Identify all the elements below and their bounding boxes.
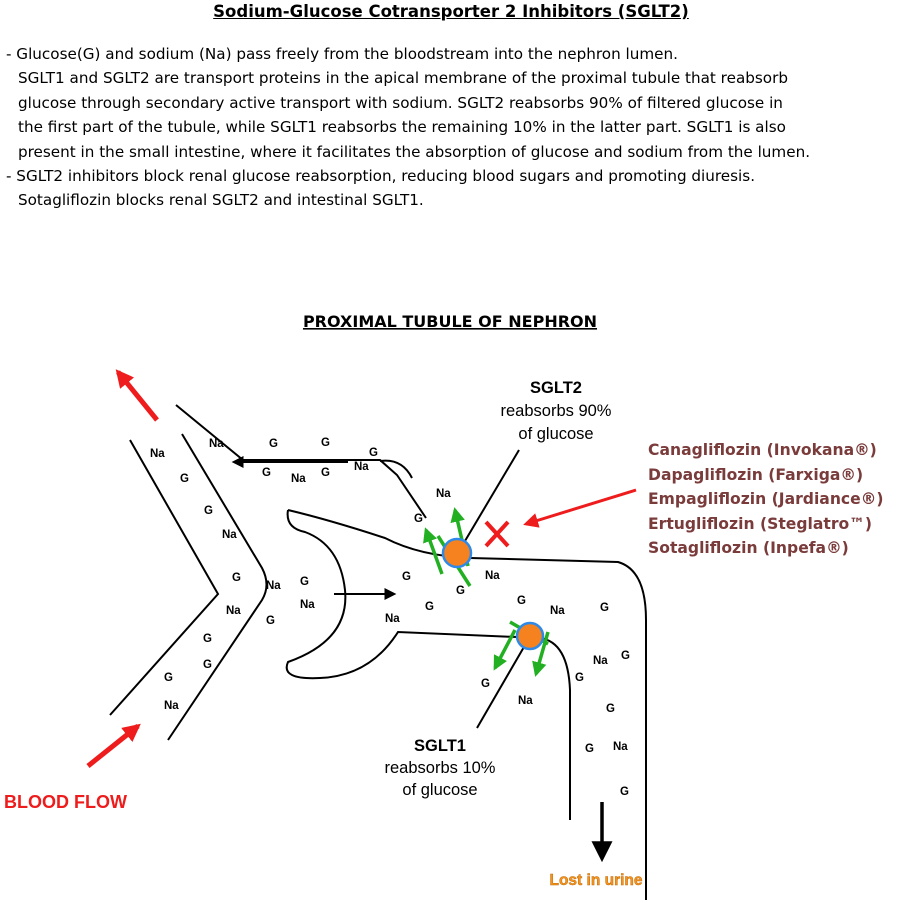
sglt2-transporter xyxy=(423,507,473,587)
sodium-label: Na xyxy=(518,695,533,707)
glucose-label: G xyxy=(517,595,526,607)
glucose-label: G xyxy=(164,672,173,684)
tubule-wall-outer xyxy=(287,509,647,900)
sodium-label: Na xyxy=(291,473,306,485)
glucose-label: G xyxy=(414,513,423,525)
sglt2-desc-line2: of glucose xyxy=(518,425,593,443)
block-x-icon xyxy=(484,520,510,548)
description-line: glucose through secondary active transpo… xyxy=(18,93,783,112)
glucose-label: G xyxy=(203,633,212,645)
lost-in-urine-label: Lost in urine xyxy=(550,872,643,889)
sglt2-desc-line1: reabsorbs 90% xyxy=(501,402,612,420)
sodium-label: Na xyxy=(222,529,237,541)
description-line: - Glucose(G) and sodium (Na) pass freely… xyxy=(6,45,678,63)
sodium-label: Na xyxy=(436,488,451,500)
sglt2-inhibitor-list: Canagliflozin (Invokana®) Dapagliflozin … xyxy=(648,438,883,561)
blood-flow-label: BLOOD FLOW xyxy=(4,792,127,812)
glucose-label: G xyxy=(204,505,213,517)
glucose-label: G xyxy=(203,659,212,671)
sodium-label: Na xyxy=(226,605,241,617)
sodium-label: Na xyxy=(300,599,315,611)
glucose-label: G xyxy=(456,585,465,597)
glucose-label: G xyxy=(575,672,584,684)
glucose-label: G xyxy=(425,601,434,613)
glucose-label: G xyxy=(321,437,330,449)
glucose-label: G xyxy=(606,703,615,715)
glucose-label: G xyxy=(481,678,490,690)
sglt2-name: SGLT2 xyxy=(530,379,582,397)
vessel-wall-outer xyxy=(109,439,220,716)
description-line: SGLT1 and SGLT2 are transport proteins i… xyxy=(18,69,788,88)
description-line: the first part of the tubule, while SGLT… xyxy=(18,118,786,137)
glucose-label: G xyxy=(369,447,378,459)
sodium-label: Na xyxy=(385,613,400,625)
sodium-label: Na xyxy=(209,438,224,450)
glucose-label: G xyxy=(321,467,330,479)
glucose-label: G xyxy=(300,576,309,588)
glucose-label: G xyxy=(402,571,411,583)
drug-item: Ertugliflozin (Steglatro™) xyxy=(648,514,872,533)
sglt1-pointer xyxy=(476,639,529,729)
drug-item: Sotagliflozin (Inpefa®) xyxy=(648,539,849,558)
glucose-label: G xyxy=(600,602,609,614)
sglt1-name: SGLT1 xyxy=(414,737,466,755)
sodium-label: Na xyxy=(613,741,628,753)
blood-flow-arrow-in xyxy=(86,723,141,768)
sglt1-desc-line2: of glucose xyxy=(402,781,477,799)
diagram-title: PROXIMAL TUBULE OF NEPHRON xyxy=(303,312,597,331)
sodium-label: Na xyxy=(266,580,281,592)
description-line: - SGLT2 inhibitors block renal glucose r… xyxy=(6,167,756,186)
glucose-label: G xyxy=(262,467,271,479)
sodium-label: Na xyxy=(354,461,369,473)
sodium-label: Na xyxy=(593,655,608,667)
sglt1-desc-line1: reabsorbs 10% xyxy=(385,759,496,777)
sglt2-pointer xyxy=(461,449,520,547)
sglt1-transporter xyxy=(493,620,550,677)
sodium-label: Na xyxy=(485,570,500,582)
inhibitor-arrow xyxy=(523,488,637,528)
glucose-label: G xyxy=(621,650,630,662)
glucose-label: G xyxy=(180,473,189,485)
page-title: Sodium-Glucose Cotransporter 2 Inhibitor… xyxy=(213,2,689,21)
vessel-wall-inner xyxy=(167,433,268,741)
tubule-wall-curve xyxy=(379,459,413,479)
description-line: present in the small intestine, where it… xyxy=(18,142,811,161)
description-line: Sotagliflozin blocks renal SGLT2 and int… xyxy=(18,191,424,210)
glucose-label: G xyxy=(232,572,241,584)
blood-flow-arrow-out xyxy=(115,369,159,422)
glucose-label: G xyxy=(266,615,275,627)
sodium-label: Na xyxy=(164,700,179,712)
glucose-label: G xyxy=(620,786,629,798)
sodium-label: Na xyxy=(150,448,165,460)
glucose-label: G xyxy=(585,743,594,755)
description: - Glucose(G) and sodium (Na) pass freely… xyxy=(6,42,898,213)
drug-item: Dapagliflozin (Farxiga®) xyxy=(648,465,864,484)
drug-item: Empagliflozin (Jardiance®) xyxy=(648,490,884,509)
sodium-label: Na xyxy=(550,605,565,617)
molecule-labels: Na G G Na G Na G G G Na Na G G G Na G Na… xyxy=(150,437,630,798)
glucose-label: G xyxy=(269,438,278,450)
drug-item: Canagliflozin (Invokana®) xyxy=(648,441,877,459)
